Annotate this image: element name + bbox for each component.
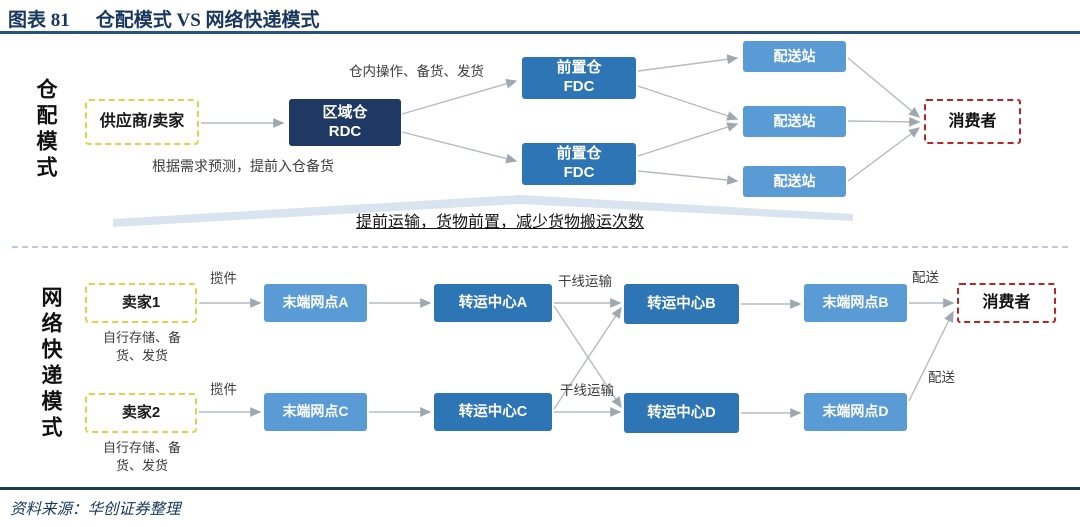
node-seller-1: 卖家1 bbox=[85, 283, 197, 323]
label-forecast-note: 根据需求预测，提前入仓备货 bbox=[152, 158, 334, 174]
figure-header: 图表 81 仓配模式 VS 网络快递模式 bbox=[8, 5, 320, 32]
node-rdc: 区域仓 RDC bbox=[289, 99, 401, 146]
node-station-3: 配送站 bbox=[743, 166, 846, 197]
node-endpoint-d: 末端网点D bbox=[804, 393, 907, 431]
footer-rule bbox=[0, 487, 1080, 490]
node-consumer-warehouse: 消费者 bbox=[924, 99, 1021, 144]
label-delivery-2: 配送 bbox=[928, 370, 955, 385]
label-self-storage-1: 自行存储、备 货、发货 bbox=[102, 330, 181, 364]
source-note: 资料来源：华创证券整理 bbox=[10, 501, 181, 518]
node-endpoint-b: 末端网点B bbox=[804, 284, 907, 322]
title-underline bbox=[0, 31, 1080, 34]
label-trunk-2: 干线运输 bbox=[560, 383, 614, 398]
node-hub-d: 转运中心D bbox=[624, 393, 739, 433]
node-endpoint-c: 末端网点C bbox=[264, 393, 367, 431]
section-label-express: 网络快递模式 bbox=[39, 286, 62, 442]
banner-summary: 提前运输，货物前置，减少货物搬运次数 bbox=[356, 214, 645, 231]
node-station-1: 配送站 bbox=[743, 41, 846, 72]
label-ops-note: 仓内操作、备货、发货 bbox=[349, 64, 484, 79]
node-seller-2: 卖家2 bbox=[85, 393, 197, 433]
node-fdc-top: 前置仓 FDC bbox=[522, 57, 636, 99]
node-endpoint-a: 末端网点A bbox=[264, 284, 367, 322]
label-self-storage-2: 自行存储、备 货、发货 bbox=[102, 440, 181, 474]
node-supplier: 供应商/卖家 bbox=[85, 99, 199, 145]
node-hub-c: 转运中心C bbox=[434, 393, 552, 431]
node-station-2: 配送站 bbox=[743, 106, 846, 137]
label-pickup-1: 揽件 bbox=[210, 271, 237, 286]
banner-chevron bbox=[113, 195, 853, 227]
label-pickup-2: 揽件 bbox=[210, 382, 237, 397]
figure-label: 图表 81 bbox=[8, 10, 70, 31]
node-fdc-bottom: 前置仓 FDC bbox=[522, 143, 636, 185]
section-divider bbox=[12, 246, 1068, 248]
label-trunk-1: 干线运输 bbox=[558, 274, 612, 289]
node-consumer-express: 消费者 bbox=[957, 283, 1056, 323]
figure-title: 仓配模式 VS 网络快递模式 bbox=[95, 10, 320, 31]
label-delivery-1: 配送 bbox=[912, 270, 939, 285]
node-hub-a: 转运中心A bbox=[434, 284, 552, 322]
node-hub-b: 转运中心B bbox=[624, 284, 739, 324]
section-label-warehouse: 仓配模式 bbox=[34, 78, 57, 182]
